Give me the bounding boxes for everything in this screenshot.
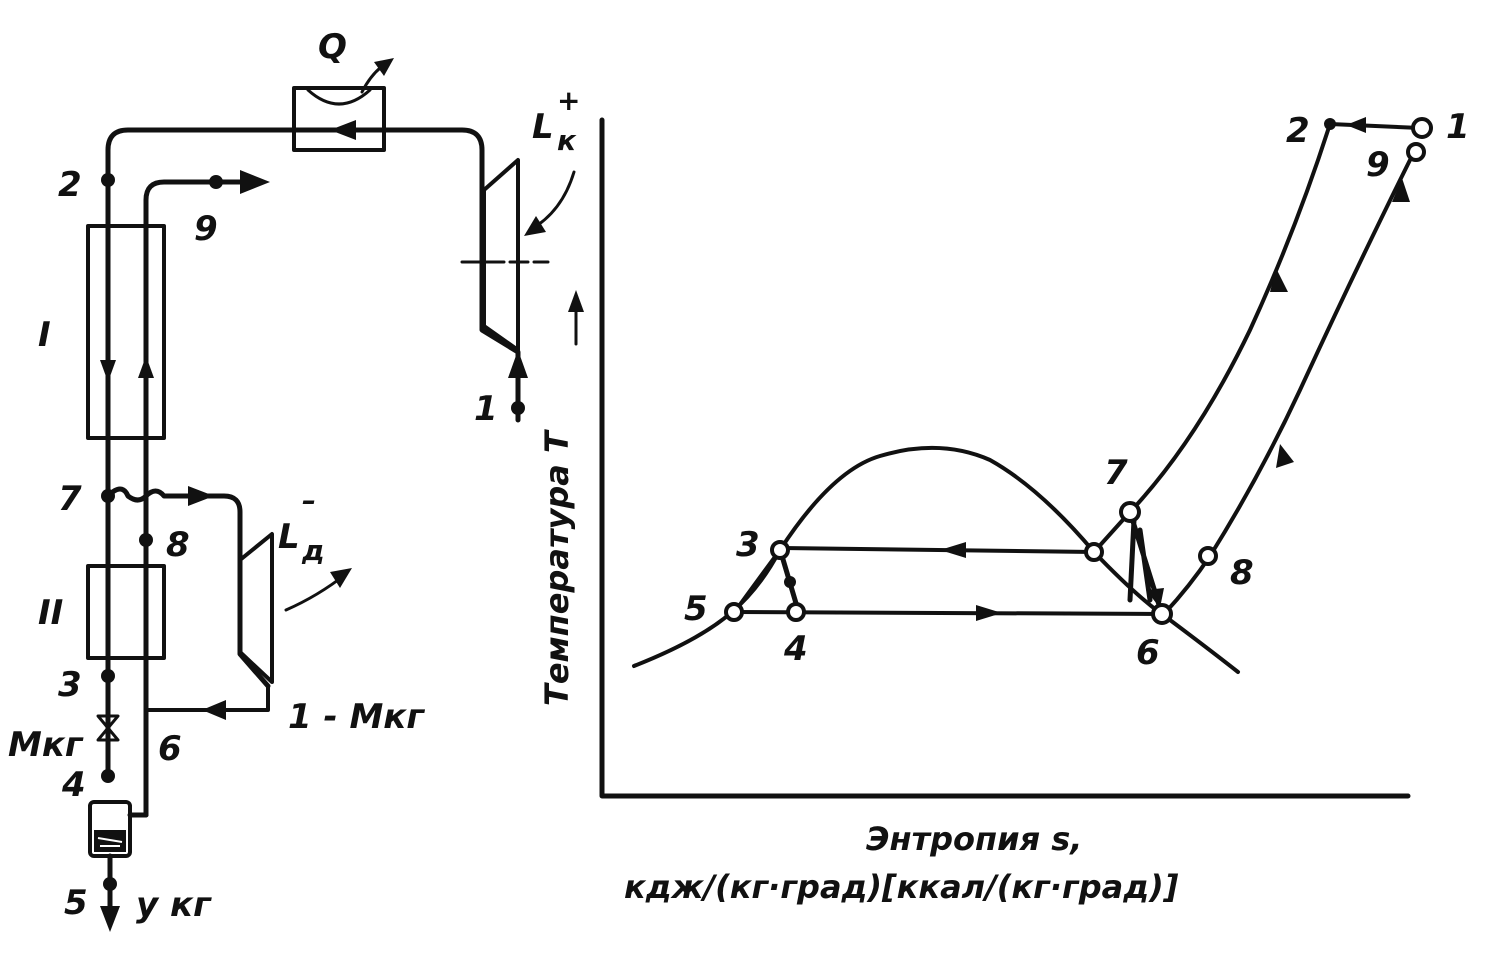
state-point-2	[1324, 118, 1336, 130]
label-Ld: L	[278, 517, 300, 557]
arrow-hx1-down	[100, 360, 116, 382]
ts-xlabel-line1: Энтропия s,	[866, 820, 1082, 858]
node-8	[139, 533, 153, 547]
arrow-1-2	[1346, 117, 1366, 133]
state-point-1	[1411, 117, 1433, 139]
throttle-valve	[96, 714, 120, 742]
compressor-k-work-arrowhead	[524, 216, 546, 236]
arrow-liquid-out	[100, 906, 120, 932]
label-Ld-sub: д	[301, 534, 325, 567]
arrow-top-pipe	[330, 120, 356, 140]
label-Lk-sup: +	[557, 84, 580, 117]
state-point-5	[724, 602, 744, 622]
line-3-5	[734, 548, 782, 612]
label-point-1-scheme: 1	[474, 389, 498, 429]
ts-label-8: 8	[1230, 553, 1254, 593]
label-hx-II: II	[38, 593, 63, 633]
label-Ld-sup: –	[302, 484, 316, 517]
state-point-dome-right	[1084, 542, 1104, 562]
ts-axes	[599, 117, 1411, 799]
label-M-kg: Мкг	[8, 725, 84, 765]
ts-label-6: 6	[1136, 633, 1160, 673]
ts-xlabel-line2: кдж/(кг·град)[ккал/(кг·град)]	[624, 868, 1179, 906]
label-Lk: L	[532, 107, 554, 147]
state-point-6	[1151, 603, 1173, 625]
arrow-to-expander	[188, 486, 214, 506]
label-Q: Q	[318, 27, 347, 67]
pipe-expander-return	[144, 684, 270, 712]
label-point-9-scheme: 9	[194, 209, 218, 249]
state-point-9	[1406, 142, 1426, 162]
separator-liquid-surface	[97, 837, 123, 847]
pipe-to-expander	[105, 486, 271, 689]
arrow-out-9	[240, 170, 270, 194]
label-point-4-scheme: 4	[61, 765, 86, 805]
line-1-2	[1328, 122, 1422, 130]
node-1	[511, 401, 525, 415]
state-point-3	[770, 540, 790, 560]
pipe-high-pressure	[105, 127, 521, 783]
cooler-Q-arc	[306, 88, 372, 106]
label-point-2-scheme: 2	[58, 165, 82, 205]
node-4	[101, 769, 115, 783]
ts-label-9: 9	[1366, 145, 1390, 185]
dot-3-4	[784, 576, 796, 588]
arrow-6-8	[1276, 444, 1294, 468]
line-5-6	[734, 610, 1166, 616]
pipe-return	[143, 179, 265, 818]
ts-label-3: 3	[736, 525, 760, 565]
cooler-Q-box	[292, 86, 386, 152]
node-3	[101, 669, 115, 683]
arrow-2-7	[1270, 268, 1288, 292]
arrow-8-9	[1392, 178, 1410, 202]
node-5	[103, 877, 117, 891]
label-y-kg: у кг	[136, 885, 212, 925]
expander-d-work-arrowhead	[330, 568, 352, 588]
ts-label-5: 5	[684, 589, 708, 629]
label-point-8-scheme: 8	[166, 525, 190, 565]
arrow-inlet-1	[508, 350, 528, 378]
process-scheme: Q L + к 1 I II 2 9 7 L –	[8, 27, 580, 932]
ts-ylabel: Температура Т	[538, 429, 576, 706]
label-hx-I: I	[38, 315, 51, 355]
ts-label-2: 2	[1286, 111, 1310, 151]
ts-label-1: 1	[1446, 107, 1470, 147]
heat-exchanger-I	[86, 224, 166, 440]
ts-label-7: 7	[1104, 453, 1128, 493]
ts-ylabel-group: Температура Т	[538, 429, 576, 706]
label-point-7-scheme: 7	[58, 479, 82, 519]
label-point-6-scheme: 6	[158, 729, 182, 769]
cooler-Q-heat-arrowhead	[374, 58, 394, 76]
label-Lk-sub: к	[557, 124, 577, 157]
arrow-dome-3	[940, 542, 966, 558]
node-2	[101, 173, 115, 187]
ts-diagram: Температура Т Энтропия s, кдж/(кг·град)[…	[538, 107, 1470, 906]
ts-ylabel-arrowhead	[568, 290, 584, 312]
compressor-k	[482, 158, 520, 352]
label-1-minus-M: 1 - Мкг	[288, 697, 425, 737]
state-point-7	[1119, 501, 1141, 523]
heat-exchanger-II	[86, 564, 166, 660]
state-point-4	[786, 602, 806, 622]
arrow-hx1-up	[138, 356, 154, 378]
label-point-5-scheme: 5	[64, 883, 88, 923]
arrow-7-6	[1146, 588, 1164, 608]
line-2-7	[1128, 122, 1332, 514]
line-dome-3	[780, 546, 1096, 554]
state-point-8	[1198, 546, 1218, 566]
arrow-expander-return	[202, 700, 226, 720]
ts-label-4: 4	[783, 629, 808, 669]
label-point-3-scheme: 3	[58, 665, 82, 705]
line-6-8-9	[1162, 150, 1416, 616]
expander-d	[238, 532, 274, 684]
arrow-5-6	[976, 605, 1002, 621]
node-9	[209, 175, 223, 189]
